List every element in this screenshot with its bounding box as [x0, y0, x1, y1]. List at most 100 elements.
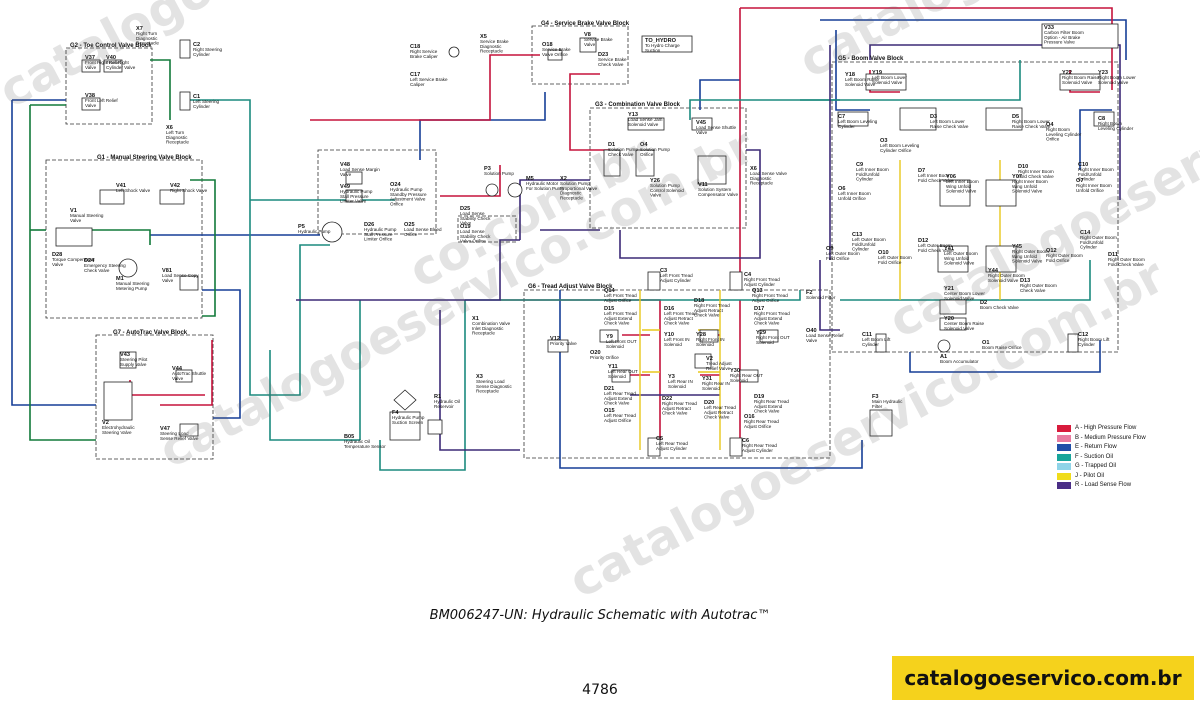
component-name-label: Limiter Valve	[340, 199, 367, 204]
pump-p3-symbol	[485, 183, 499, 197]
component-name-label: Solenoid	[756, 340, 774, 345]
component-name-label: Cylinder	[193, 52, 210, 57]
component-id-label: D7	[918, 168, 925, 174]
component-name-label: Check Valve	[604, 401, 630, 406]
component-name-label: Hydraulic Oil	[344, 439, 370, 444]
valve-y22-symbol	[1059, 73, 1101, 91]
component-name-label: Right Outer Boom	[1012, 249, 1049, 254]
component-name-label: Compensator Valve	[698, 192, 738, 197]
component-id-label: P3	[484, 166, 491, 172]
component-name-label: Check Valve	[694, 313, 720, 318]
component-name-label: Left Inner Boom	[856, 167, 889, 172]
component-id-label: D15	[604, 306, 614, 312]
component-name-label: Standby Pressure	[390, 192, 427, 197]
component-id-label: Y11	[608, 364, 618, 370]
valve-v45-symbol	[691, 117, 713, 131]
component-id-label: V40	[106, 55, 116, 61]
component-name-label: Brake Caliper	[410, 54, 438, 59]
component-id-label: Y45	[1012, 244, 1022, 250]
component-name-label: Right Rear Tread	[662, 401, 697, 406]
component-id-label: Y20	[944, 316, 954, 322]
component-name-label: Cylinder	[852, 247, 869, 252]
component-id-label: O19	[460, 224, 471, 230]
component-id-label: O7	[1076, 178, 1083, 184]
component-id-label: M1	[116, 276, 124, 282]
component-name-label: Adjust Extend	[604, 316, 633, 321]
component-name-label: Valve	[52, 262, 64, 267]
component-name-label: Right Front Tread	[752, 293, 788, 298]
component-name-label: Left Boom Lower	[930, 119, 965, 124]
component-name-label: Orifice	[390, 201, 404, 206]
component-name-label: Cylinder	[862, 342, 879, 347]
component-id-label: O4	[640, 142, 648, 148]
component-name-label: Check Valve	[84, 268, 110, 273]
valve-d1-symbol	[603, 149, 621, 177]
component-name-label: Hydraulic Oil	[434, 399, 460, 404]
component-name-label: Adjust Orifice	[604, 298, 632, 303]
component-name-label: Valve Orifice	[542, 52, 568, 57]
component-id-label: V2	[706, 356, 713, 362]
component-name-label: Adjust Orifice	[752, 298, 780, 303]
component-id-label: C1	[193, 94, 200, 100]
component-name-label: Right Inner Boom	[1078, 167, 1114, 172]
component-name-label: Hydraulic Pump	[298, 229, 331, 234]
component-id-label: O4	[1046, 122, 1054, 128]
component-name-label: Pressure Valve	[1044, 40, 1075, 45]
reservoir-r1-symbol	[393, 389, 417, 411]
component-name-label: Left Boom Raise	[845, 77, 879, 82]
component-name-label: Fold Orifice	[826, 256, 850, 261]
component-name-label: For Solution Pump	[526, 186, 564, 191]
component-name-label: Solenoid Valve	[1012, 189, 1043, 194]
component-name-label: Fold Orifice	[1046, 258, 1070, 263]
component-id-label: O1	[982, 340, 989, 346]
component-name-label: Right Rear Tread	[754, 399, 789, 404]
component-name-label: Right Rear IN	[702, 381, 730, 386]
component-name-label: Suction Screen	[392, 420, 424, 425]
component-name-label: Left Shock Valve	[116, 188, 151, 193]
component-name-label: Solution System	[698, 187, 731, 192]
component-id-label: Y06	[946, 174, 956, 180]
component-name-label: Proportional Valve	[560, 186, 598, 191]
valve-v48-symbol	[345, 171, 363, 185]
motor-m5-symbol	[507, 182, 523, 198]
component-id-label: D25	[460, 206, 470, 212]
component-name-label: Check Valve	[662, 411, 688, 416]
component-name-label: Valve	[650, 193, 662, 198]
component-id-label: V44	[172, 366, 183, 372]
component-id-label: Q13	[752, 288, 763, 294]
valve-d5-symbol	[985, 107, 1023, 131]
component-name-label: Adjust Cylinder	[660, 278, 691, 283]
component-name-label: Load Sense Margin	[340, 167, 380, 172]
component-id-label: X3	[476, 374, 483, 380]
component-name-label: Solenoid	[606, 344, 624, 349]
component-name-label: Left Outer Boom	[944, 251, 978, 256]
valve-y30-symbol	[739, 369, 759, 383]
component-name-label: Front Right	[106, 60, 129, 65]
valve-d3-symbol	[899, 107, 937, 131]
component-name-label: Suction	[645, 48, 661, 53]
block-g5-outline	[831, 61, 1119, 353]
block-g6-outline	[523, 289, 831, 459]
component-name-label: Solenoid Valve	[845, 82, 876, 87]
legend-label: E - Return Flow	[1075, 444, 1117, 450]
component-name-label: Boom Check Valve	[980, 305, 1019, 310]
component-name-label: Left Front IN	[664, 337, 690, 342]
component-name-label: Wing Unfold	[1012, 184, 1037, 189]
component-id-label: C2	[193, 42, 200, 48]
legend-label: F - Suction Oil	[1075, 453, 1114, 460]
block-g4-label: G4 - Service Brake Valve Block	[541, 21, 630, 27]
legend-swatch	[1057, 482, 1071, 490]
component-name-label: Receptacle	[480, 49, 503, 54]
component-name-label: Right Front Tread	[754, 311, 790, 316]
cylinder-c12-symbol	[1067, 333, 1079, 353]
component-id-label: D11	[1108, 252, 1118, 258]
component-name-label: Solenoid Valve	[946, 189, 977, 194]
component-name-label: Service Brake	[480, 39, 509, 44]
component-name-label: Solenoid	[730, 378, 748, 383]
valve-y21-symbol	[939, 299, 967, 315]
component-name-label: Solenoid Valve	[988, 278, 1019, 283]
component-name-label: Check Valve	[704, 415, 730, 420]
component-id-label: D1	[608, 142, 615, 148]
cylinder-c3-symbol	[647, 271, 661, 291]
valve-v12-symbol	[547, 339, 569, 353]
